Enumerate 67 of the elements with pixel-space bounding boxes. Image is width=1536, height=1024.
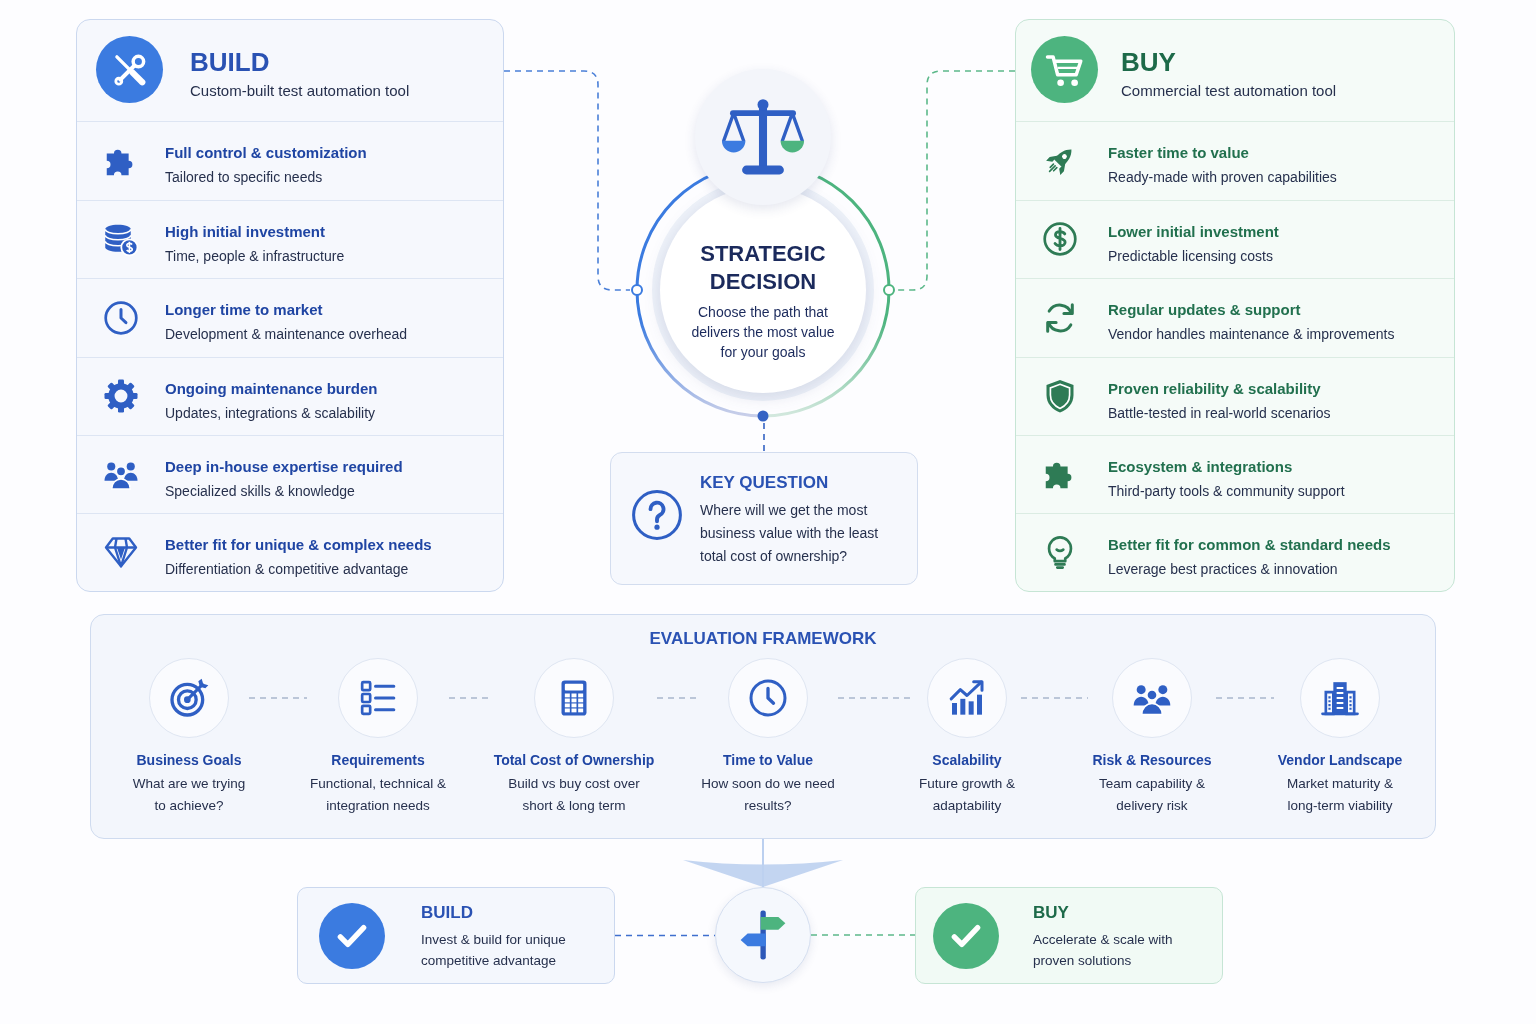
item-description: Predictable licensing costs (1108, 247, 1273, 266)
framework-panel (90, 614, 1436, 839)
dashed-connector (503, 70, 631, 291)
criterion-text: How soon do we need results? (700, 775, 836, 815)
criterion-title: Business Goals (136, 751, 242, 770)
item-title: Ecosystem & integrations (1108, 457, 1293, 476)
item-title: Longer time to market (165, 300, 323, 319)
decision-title: STRATEGIC DECISION (699, 240, 827, 296)
criterion-title: Requirements (331, 751, 425, 770)
item-description: Time, people & infrastructure (165, 247, 345, 266)
criterion-title: Total Cost of Ownership (493, 751, 655, 770)
dashed-connector (248, 697, 308, 699)
criterion-text: What are we trying to achieve? (131, 775, 247, 815)
item-description: Tailored to specific needs (165, 168, 323, 187)
option-panel (1015, 19, 1455, 592)
item-title: Lower initial investment (1108, 222, 1279, 241)
item-description: Leverage best practices & innovation (1108, 560, 1338, 579)
result-title: BUILD (421, 903, 473, 923)
criterion-title: Time to Value (723, 751, 813, 770)
result-card (915, 887, 1223, 984)
item-title: Better fit for unique & complex needs (165, 535, 432, 554)
option-panel (76, 19, 504, 592)
framework-title: EVALUATION FRAMEWORK (649, 628, 877, 650)
item-title: Full control & customization (165, 143, 367, 162)
item-title: Proven reliability & scalability (1108, 379, 1321, 398)
result-card (297, 887, 615, 984)
card-text: Where will we get the most business value with the least total cost of ownership? (700, 501, 880, 566)
criterion-title: Vendor Landscape (1277, 751, 1403, 770)
criterion-text: Market maturity & long-term viability (1286, 775, 1394, 815)
item-description: Specialized skills & knowledge (165, 482, 355, 501)
criterion-text: Future growth & adaptability (917, 775, 1016, 815)
dashed-connector (1020, 697, 1089, 699)
item-description: Development & maintenance overhead (165, 325, 408, 344)
question-card (610, 452, 918, 585)
item-title: Ongoing maintenance burden (165, 379, 378, 398)
criterion-text: Build vs buy cost over short & long term (507, 775, 641, 815)
dashed-connector (1215, 697, 1275, 699)
criterion-title: Scalability (932, 751, 1002, 770)
item-description: Third-party tools & community support (1108, 482, 1345, 501)
panel-subtitle: Custom-built test automation tool (190, 81, 410, 101)
decision-text: Choose the path that delivers the most value for your goals (690, 303, 836, 362)
result-text: Accelerate & scale with proven solutions (1033, 931, 1174, 970)
card-title: KEY QUESTION (700, 472, 829, 494)
dashed-connector (810, 934, 916, 936)
panel-title: BUILD (190, 46, 270, 78)
decision-circle (630, 69, 896, 423)
item-description: Differentiation & competitive advantage (165, 560, 409, 579)
item-title: Better fit for common & standard needs (1108, 535, 1391, 554)
item-description: Vendor handles maintenance & improvements (1108, 325, 1395, 344)
criterion-text: Team capability & delivery risk (1098, 775, 1206, 815)
result-title: BUY (1033, 903, 1069, 923)
dashed-connector (614, 934, 716, 937)
item-description: Battle-tested in real-world scenarios (1108, 404, 1331, 423)
item-title: Regular updates & support (1108, 300, 1301, 319)
item-title: High initial investment (165, 222, 326, 241)
item-title: Deep in-house expertise required (165, 457, 403, 476)
dashed-connector (895, 70, 1016, 291)
dashed-connector (656, 697, 699, 699)
result-text: Invest & build for unique competitive advantage (421, 931, 567, 970)
criterion-text: Functional, technical & integration needs (309, 775, 447, 815)
item-description: Updates, integrations & scalability (165, 404, 376, 423)
criterion-title: Risk & Resources (1092, 751, 1212, 770)
panel-subtitle: Commercial test automation tool (1121, 81, 1337, 101)
item-description: Ready-made with proven capabilities (1108, 168, 1337, 187)
item-title: Faster time to value (1108, 143, 1249, 162)
dashed-connector (763, 422, 765, 453)
panel-title: BUY (1121, 46, 1176, 78)
